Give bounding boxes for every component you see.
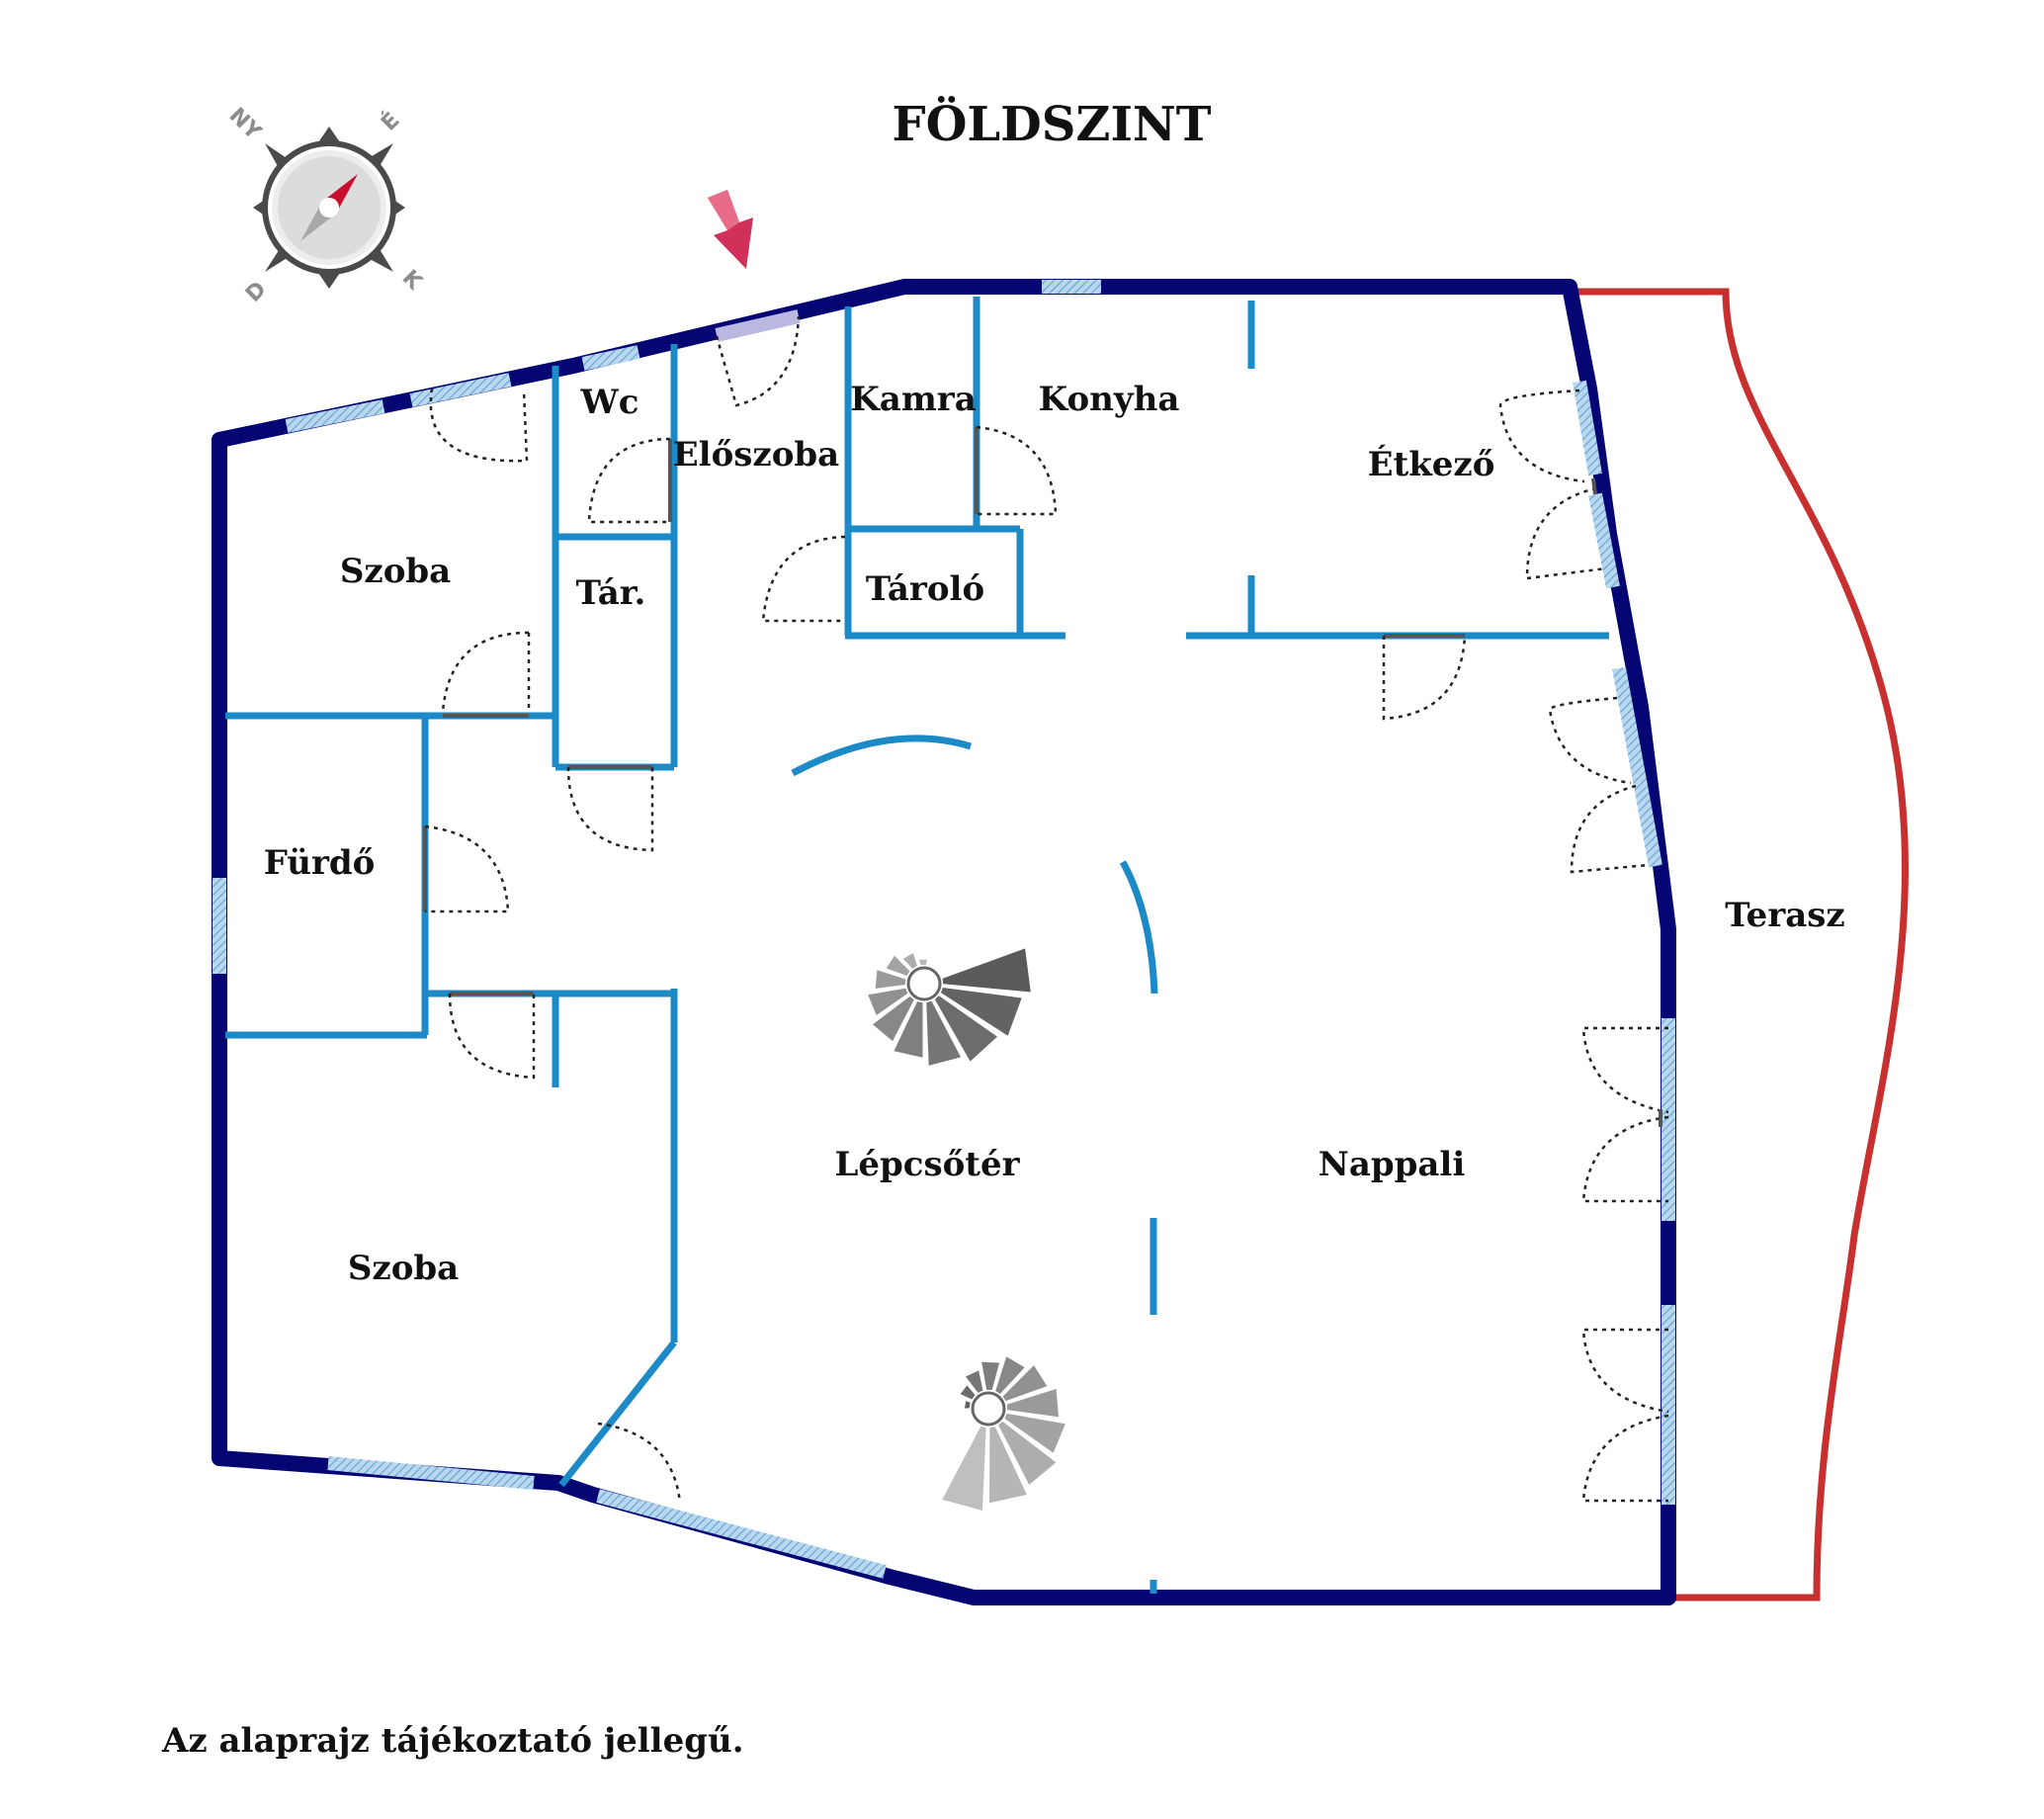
spiral-staircase-upper xyxy=(863,944,1035,1070)
stair-step xyxy=(985,1423,1032,1507)
compass-label-d: D xyxy=(241,277,272,307)
room-labels: Wc Előszoba Kamra Konyha Étkező Szoba Tá… xyxy=(264,380,1845,1288)
stair-step xyxy=(978,1358,1004,1394)
room-label-terasz: Terasz xyxy=(1725,896,1844,935)
room-label-furdo: Fürdő xyxy=(264,843,376,883)
stair-step xyxy=(961,1366,986,1397)
stair-step xyxy=(927,965,936,972)
stair-step xyxy=(898,948,921,973)
room-label-konyha: Konyha xyxy=(1039,380,1180,419)
doors xyxy=(423,315,1669,1504)
room-label-eloszoba: Előszoba xyxy=(673,435,839,475)
stair-step xyxy=(1000,1410,1070,1458)
stair-step xyxy=(872,966,909,993)
stair-step xyxy=(890,997,926,1062)
stair-step xyxy=(882,950,914,980)
room-label-etkezo: Étkező xyxy=(1368,444,1495,484)
room-label-szoba-lower: Szoba xyxy=(348,1249,459,1288)
room-label-wc: Wc xyxy=(580,383,639,422)
entrance-arrow-icon xyxy=(708,190,753,269)
windows xyxy=(213,280,1675,1579)
stair-step xyxy=(915,956,931,969)
stair-step xyxy=(923,997,966,1070)
compass-label-k: K xyxy=(397,266,427,296)
stair-step xyxy=(863,985,912,1020)
interior-walls xyxy=(225,297,1609,1594)
compass-label-ny: NY xyxy=(224,103,267,145)
room-label-lepcsoter: Lépcsőtér xyxy=(834,1145,1020,1184)
room-label-nappali: Nappali xyxy=(1319,1145,1466,1184)
stair-step xyxy=(1003,1384,1063,1421)
compass-label-e: É xyxy=(377,108,405,136)
room-label-tar: Tár. xyxy=(576,573,646,613)
room-label-szoba-upper: Szoba xyxy=(340,552,451,591)
spiral-staircase-lower xyxy=(937,1351,1070,1515)
stair-step xyxy=(937,984,1026,1041)
stair-step xyxy=(937,1423,989,1515)
stair-center xyxy=(906,966,942,1001)
stair-step xyxy=(994,1418,1062,1490)
room-label-tarolo: Tároló xyxy=(866,569,984,609)
terrace-outline xyxy=(1572,288,1910,1602)
room-label-kamra: Kamra xyxy=(850,380,977,419)
stair-step xyxy=(868,992,918,1046)
stair-step xyxy=(939,944,1035,996)
stair-center xyxy=(971,1391,1006,1427)
disclaimer-note: Az alaprajz tájékoztató jellegű. xyxy=(161,1721,744,1761)
stair-step xyxy=(991,1351,1030,1398)
page-title: FÖLDSZINT xyxy=(892,95,1211,152)
stair-step xyxy=(998,1360,1052,1405)
compass-icon: NY É D K xyxy=(224,103,428,306)
stair-step xyxy=(931,992,1002,1067)
